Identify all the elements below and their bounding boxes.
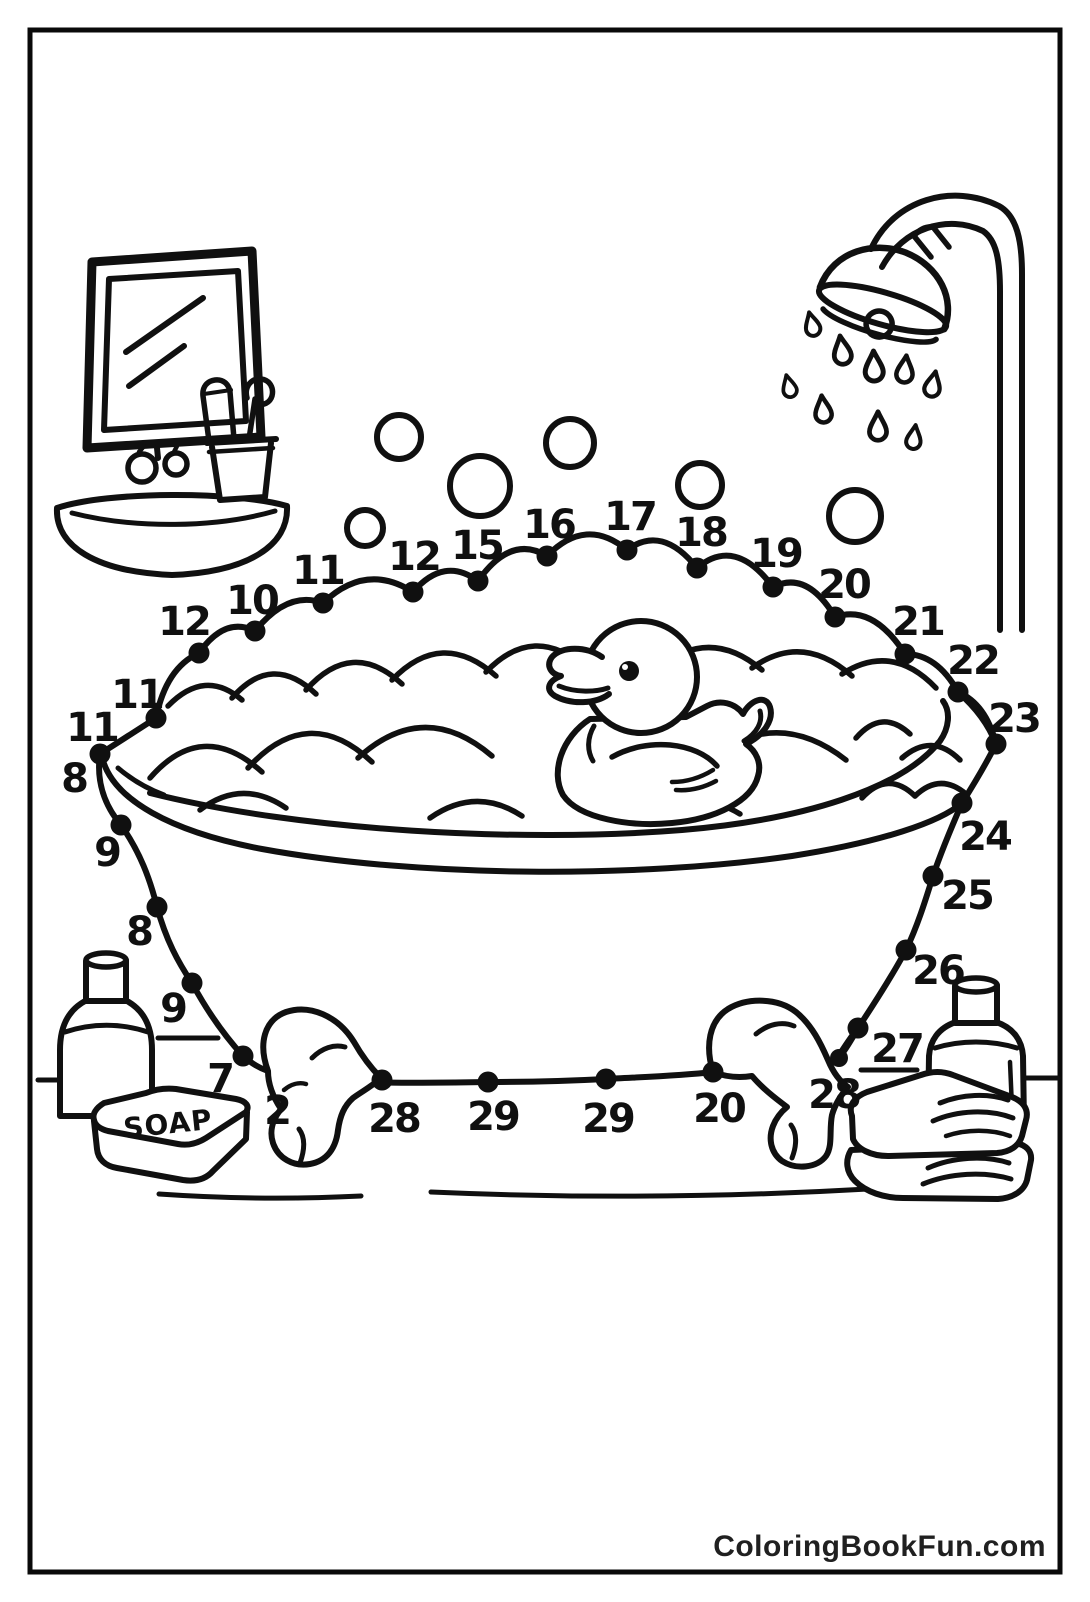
- bubble-icon: [344, 507, 386, 549]
- puzzle-number-label: 9: [160, 986, 186, 1032]
- puzzle-number-label: 29: [467, 1094, 519, 1140]
- puzzle-number-label: 11: [111, 672, 163, 718]
- puzzle-number-label: 10: [226, 578, 278, 624]
- bubble-icon: [675, 460, 725, 510]
- rubber-duck: [546, 618, 774, 827]
- bubble-icon: [826, 487, 884, 545]
- puzzle-dot: [402, 581, 424, 603]
- puzzle-number-label: 26: [912, 948, 964, 994]
- puzzle-dot: [536, 545, 558, 567]
- tub-rim: [99, 754, 965, 875]
- puzzle-number-label: 21: [892, 599, 944, 645]
- puzzle-number-label: 23: [988, 696, 1040, 742]
- puzzle-dot: [922, 865, 944, 887]
- folded-towels: [844, 1069, 1035, 1202]
- floor-lines: [35, 1035, 1061, 1201]
- tub-feet: [260, 997, 851, 1170]
- puzzle-number-label: 12: [388, 534, 440, 580]
- puzzle-number-label: 9: [94, 830, 120, 876]
- bubble-icon: [447, 453, 513, 519]
- puzzle-number-label: 17: [604, 494, 656, 540]
- bubble-icon: [374, 412, 424, 462]
- puzzle-number-label: 20: [818, 562, 870, 608]
- soap-bar: SOAP: [90, 1085, 251, 1184]
- puzzle-number-label: 25: [941, 873, 993, 919]
- puzzle-dot: [616, 539, 638, 561]
- puzzle-dot: [824, 606, 846, 628]
- puzzle-dot: [244, 620, 266, 642]
- puzzle-dot: [110, 814, 132, 836]
- tub-foot-left: [260, 1006, 384, 1168]
- bath-bomb-icon: [162, 450, 190, 478]
- puzzle-dot: [181, 972, 203, 994]
- page-border-frame: [27, 27, 1063, 1575]
- puzzle-dot: [947, 681, 969, 703]
- shower: [777, 192, 1025, 633]
- mirror-glint-icon: [123, 295, 206, 355]
- puzzle-number-label: 22: [947, 638, 999, 684]
- puzzle-dot: [188, 642, 210, 664]
- puzzle-dot: [951, 792, 973, 814]
- puzzle-number-label: 11: [66, 705, 118, 751]
- puzzle-dot: [762, 576, 784, 598]
- puzzle-number-label: 28: [368, 1096, 420, 1142]
- duck-beak: [546, 645, 612, 706]
- puzzle-dot: [595, 1068, 617, 1090]
- puzzle-dot: [985, 733, 1007, 755]
- puzzle-number-label: 12: [158, 599, 210, 645]
- puzzle-number-label: 8: [126, 909, 152, 955]
- puzzle-number-label: 11: [292, 548, 344, 594]
- puzzle-dot: [312, 592, 334, 614]
- duck-eye: [619, 661, 639, 681]
- duck-body: [554, 696, 774, 827]
- vanity-shelf: [53, 376, 291, 578]
- puzzle-dot: [145, 707, 167, 729]
- puzzle-dot: [847, 1017, 869, 1039]
- puzzle-dot: [371, 1069, 393, 1091]
- shower-head-icon: [815, 244, 952, 345]
- puzzle-dot: [146, 896, 168, 918]
- puzzle-number-label: 2: [264, 1088, 290, 1134]
- puzzle-number-label: 24: [959, 814, 1011, 860]
- puzzle-number-label: 29: [582, 1096, 634, 1142]
- puzzle-number-label: 20: [693, 1086, 745, 1132]
- tub-foot-right: [706, 997, 851, 1170]
- cup-icon: [209, 440, 274, 503]
- puzzle-number-label: 8: [61, 756, 87, 802]
- shampoo-bottle: [57, 950, 155, 1119]
- puzzle-dot: [232, 1045, 254, 1067]
- puzzle-dot: [894, 643, 916, 665]
- puzzle-dot: [467, 570, 489, 592]
- puzzle-number-label: 15: [451, 523, 503, 569]
- puzzle-dot: [830, 1049, 848, 1067]
- puzzle-dot: [686, 557, 708, 579]
- puzzle-number-label: 27: [871, 1026, 923, 1072]
- puzzle-dot: [702, 1061, 724, 1083]
- puzzle-dot: [895, 939, 917, 961]
- puzzle-dot: [477, 1071, 499, 1093]
- puzzle-number-label: 19: [750, 531, 802, 577]
- puzzle-number-label: 7: [207, 1056, 233, 1102]
- puzzle-dot: [89, 743, 111, 765]
- foam-outline: [153, 531, 999, 747]
- duck-wing: [609, 741, 720, 769]
- site-watermark: ColoringBookFun.com: [713, 1530, 1046, 1563]
- puzzle-number-label: 18: [675, 510, 727, 556]
- puzzle-dots-layer: [89, 539, 1007, 1093]
- puzzle-number-label: 16: [523, 502, 575, 548]
- puzzle-number-label: 28: [808, 1072, 860, 1118]
- toothpaste-tube-icon: [200, 377, 237, 444]
- bath-bomb-icon: [125, 451, 159, 485]
- bubble-icon: [543, 416, 597, 470]
- floating-bubbles: [344, 412, 884, 549]
